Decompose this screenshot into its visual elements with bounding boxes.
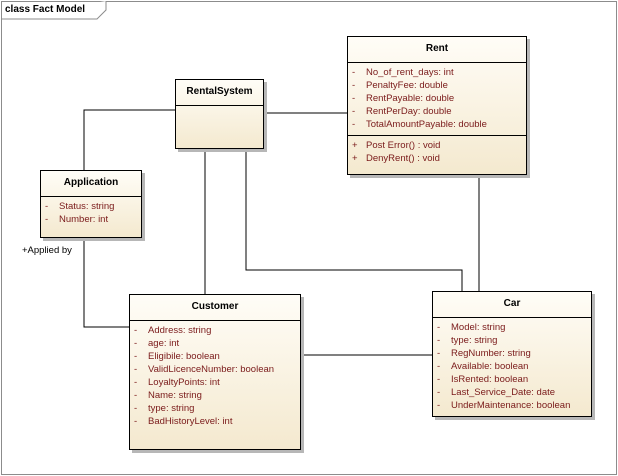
attribute-text: RentPayable: double <box>366 93 455 104</box>
attribute-text: type: string <box>148 403 195 414</box>
attribute-text: Model: string <box>451 322 506 333</box>
attribute-text: LoyaltyPoints: int <box>148 377 220 388</box>
attribute-text: Name: string <box>148 390 202 401</box>
attributes-section: -No_of_rent_days: int -PenaltyFee: doubl… <box>348 63 526 135</box>
attribute: -Address: string <box>130 324 300 337</box>
attribute: -type: string <box>433 334 591 347</box>
attributes-section: -Address: string -age: int -Eligibile: b… <box>130 321 300 432</box>
assoc-rentalsystem-application <box>83 109 175 170</box>
attribute-text: IsRented: boolean <box>451 374 529 385</box>
operation: + DenyRent() : void <box>348 152 526 165</box>
visibility: - <box>352 80 356 91</box>
attribute-text: Available: boolean <box>451 361 529 372</box>
attribute-text: TotalAmountPayable: double <box>366 119 487 130</box>
operation-text: DenyRent() : void <box>366 153 440 164</box>
attribute-text: UnderMaintenance: boolean <box>451 400 571 411</box>
attribute-text: age: int <box>148 338 180 349</box>
attribute: -PenaltyFee: double <box>348 79 526 92</box>
class-name: Application <box>41 171 141 197</box>
attribute: -RentPerDay: double <box>348 105 526 118</box>
attribute-text: ValidLicenceNumber: boolean <box>148 364 275 375</box>
attribute: -RegNumber: string <box>433 347 591 360</box>
visibility: - <box>437 335 441 346</box>
visibility: - <box>134 351 138 362</box>
visibility: - <box>134 403 138 414</box>
attribute: -RentPayable: double <box>348 92 526 105</box>
attribute: -IsRented: boolean <box>433 373 591 386</box>
class-application[interactable]: Application -Status: string -Number: int <box>40 170 142 238</box>
assoc-rentalsystem-car <box>245 149 463 291</box>
visibility: + <box>352 153 358 164</box>
attribute: -LoyaltyPoints: int <box>130 376 300 389</box>
visibility: - <box>134 338 138 349</box>
frame-tab-outline <box>1 1 107 20</box>
operations-section: + Post Error() : void + DenyRent() : void <box>348 135 526 169</box>
class-name: Rent <box>348 37 526 63</box>
visibility: - <box>352 93 356 104</box>
visibility: + <box>352 140 358 151</box>
class-name: RentalSystem <box>176 80 263 106</box>
attribute-text: Number: int <box>59 214 109 225</box>
attribute-text: Address: string <box>148 325 212 336</box>
attribute: -Available: boolean <box>433 360 591 373</box>
class-name: Car <box>433 292 591 318</box>
visibility: - <box>437 322 441 333</box>
class-rentalsystem[interactable]: RentalSystem <box>175 79 264 149</box>
attribute-text: Last_Service_Date: date <box>451 387 556 398</box>
attribute: -Eligibile: boolean <box>130 350 300 363</box>
attribute-text: RegNumber: string <box>451 348 531 359</box>
visibility: - <box>352 67 356 78</box>
attribute: -Name: string <box>130 389 300 402</box>
class-car[interactable]: Car -Model: string -type: string -RegNum… <box>432 291 592 417</box>
attribute-text: Status: string <box>59 201 115 212</box>
attribute: -ValidLicenceNumber: boolean <box>130 363 300 376</box>
visibility: - <box>134 364 138 375</box>
visibility: - <box>437 400 441 411</box>
visibility: - <box>45 201 49 212</box>
attribute-text: type: string <box>451 335 498 346</box>
class-customer[interactable]: Customer -Address: string -age: int -Eli… <box>129 294 301 450</box>
attributes-section: -Model: string -type: string -RegNumber:… <box>433 318 591 416</box>
attribute-text: RentPerDay: double <box>366 106 452 117</box>
attribute: -Number: int <box>41 213 141 226</box>
attributes-section: -Status: string -Number: int <box>41 197 141 230</box>
visibility: - <box>352 119 356 130</box>
attribute: -type: string <box>130 402 300 415</box>
attribute: -TotalAmountPayable: double <box>348 118 526 131</box>
assoc-application-customer <box>83 238 129 328</box>
class-name: Customer <box>130 295 300 321</box>
attribute: -age: int <box>130 337 300 350</box>
visibility: - <box>134 390 138 401</box>
visibility: - <box>45 214 49 225</box>
visibility: - <box>352 106 356 117</box>
attribute: -UnderMaintenance: boolean <box>433 399 591 412</box>
attribute-text: No_of_rent_days: int <box>366 67 454 78</box>
class-rent[interactable]: Rent -No_of_rent_days: int -PenaltyFee: … <box>347 36 527 175</box>
attribute: -BadHistoryLevel: int <box>130 415 300 428</box>
attribute-text: PenaltyFee: double <box>366 80 448 91</box>
frame-title: class Fact Model <box>5 4 86 15</box>
visibility: - <box>437 387 441 398</box>
visibility: - <box>134 377 138 388</box>
visibility: - <box>437 374 441 385</box>
attribute: -No_of_rent_days: int <box>348 66 526 79</box>
attribute-text: BadHistoryLevel: int <box>148 416 233 427</box>
visibility: - <box>437 361 441 372</box>
attribute: -Status: string <box>41 200 141 213</box>
attribute-text: Eligibile: boolean <box>148 351 220 362</box>
attribute: -Model: string <box>433 321 591 334</box>
visibility: - <box>134 416 138 427</box>
operation: + Post Error() : void <box>348 139 526 152</box>
visibility: - <box>437 348 441 359</box>
operation-text: Post Error() : void <box>366 140 441 151</box>
attribute: -Last_Service_Date: date <box>433 386 591 399</box>
association-role-label: +Applied by <box>22 245 72 256</box>
visibility: - <box>134 325 138 336</box>
